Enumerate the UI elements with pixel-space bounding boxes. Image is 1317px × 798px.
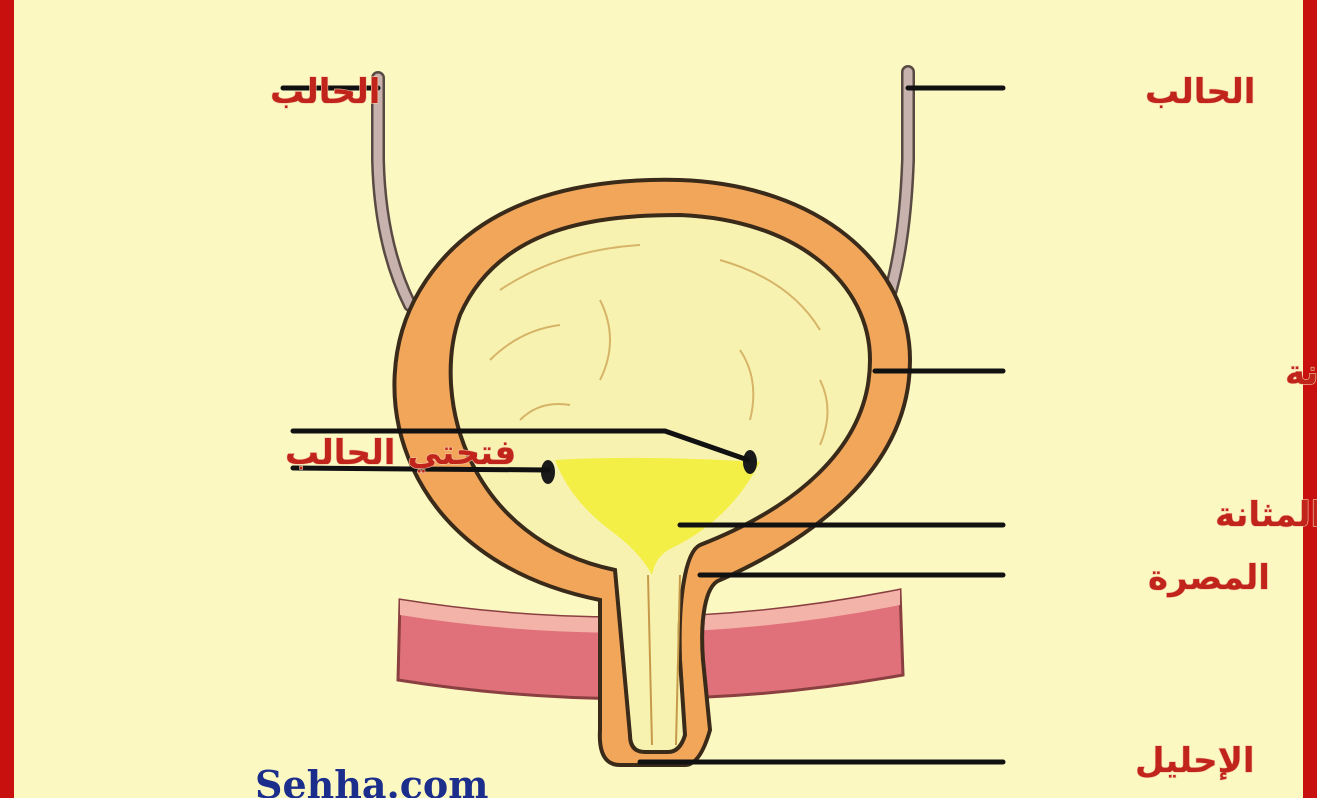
label-ureter-left: الحالب	[270, 72, 380, 112]
label-ureter-right: الحالب	[1145, 72, 1255, 112]
left-border	[0, 0, 14, 798]
watermark: Sehha.com	[255, 762, 488, 798]
label-urethra: الإحليل	[1135, 741, 1255, 781]
label-ureteral-openings: فتحتي الحالب	[285, 433, 516, 473]
label-sphincter: المصرة	[1148, 558, 1270, 598]
ureteral-opening-right	[743, 450, 757, 474]
label-bladder-muscles: عضلات المثانة	[1285, 353, 1317, 393]
label-bladder-neck: عنق المثانة	[1215, 495, 1317, 535]
right-border	[1303, 0, 1317, 798]
